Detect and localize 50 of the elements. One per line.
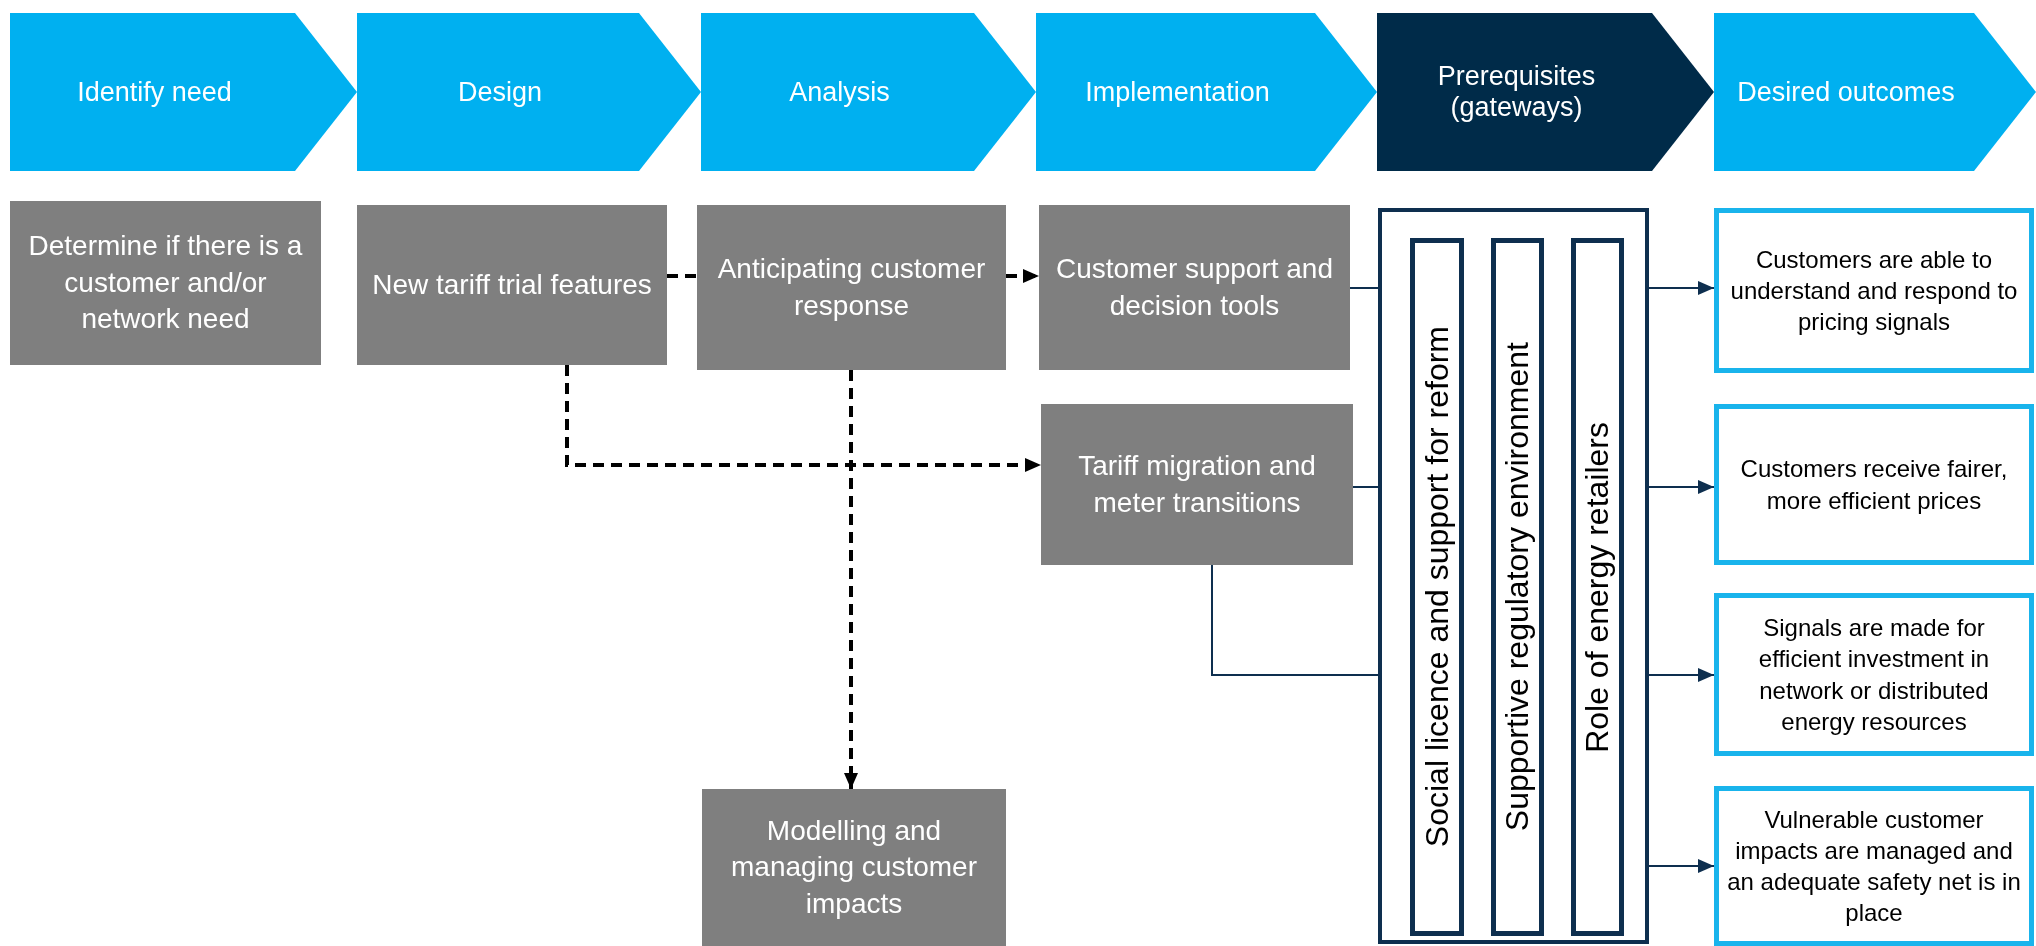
step-label: Design (457, 76, 542, 108)
arrow (1648, 281, 1715, 295)
step-label: Prerequisites (gateways) (1436, 61, 1597, 123)
connector-line (1349, 287, 1379, 289)
outcome-box (1714, 404, 2034, 565)
process-label: New tariff trial features (372, 267, 652, 302)
arrow (844, 370, 858, 789)
process-label: Determine if there is a customer and/or network need (27, 229, 304, 337)
process-box (10, 201, 321, 365)
process-label: Tariff migration and meter transitions (1077, 449, 1317, 520)
step-label: Implementation (1085, 76, 1270, 108)
process-label: Anticipating customer response (716, 252, 987, 323)
outcome-label: Signals are made for efficient investment in network or distributed energy resources (1757, 613, 1991, 737)
gateway-bar (1571, 238, 1624, 936)
arrow (1648, 480, 1715, 494)
step-label: Analysis (789, 76, 890, 108)
arrow (565, 365, 1041, 472)
process-box (357, 205, 667, 365)
process-box (1039, 205, 1350, 370)
gateway-bar (1491, 238, 1544, 936)
step-label: Desired outcomes (1737, 76, 1955, 108)
outcome-label: Customers receive fairer, more efficient prices (1739, 454, 2009, 516)
process-label: Customer support and decision tools (1054, 252, 1334, 323)
process-box (697, 205, 1006, 370)
step-label: Identify need (77, 76, 232, 108)
gateway-bar (1410, 238, 1464, 936)
outcome-box (1714, 593, 2034, 756)
process-label: Modelling and managing customer impacts (730, 813, 978, 921)
gateway-label: Supportive regulatory environment (1499, 342, 1536, 832)
chevron-step (701, 13, 1036, 171)
chevron-step (1036, 13, 1377, 171)
chevron-step (1377, 13, 1714, 171)
chevron-step (357, 13, 701, 171)
outcome-box (1714, 786, 2034, 946)
outcome-box (1714, 208, 2034, 373)
chevron-step (10, 13, 357, 171)
outcome-label: Vulnerable customer impacts are managed and an adequate safety net is in place (1727, 804, 2021, 929)
connector-line (1352, 486, 1379, 488)
connector-line (1211, 564, 1379, 676)
gateway-label: Social licence and support for reform (1418, 326, 1456, 848)
arrow (1648, 668, 1715, 682)
outcome-label: Customers are able to understand and respond to pricing signals (1729, 244, 2019, 338)
arrow (1648, 859, 1715, 873)
chevron-step (1714, 13, 2036, 171)
arrow (1006, 269, 1039, 283)
process-box (702, 789, 1006, 946)
connector-line (667, 274, 697, 278)
process-box (1041, 404, 1353, 565)
gateway-panel (1378, 208, 1649, 944)
gateway-label: Role of energy retailers (1579, 421, 1616, 753)
